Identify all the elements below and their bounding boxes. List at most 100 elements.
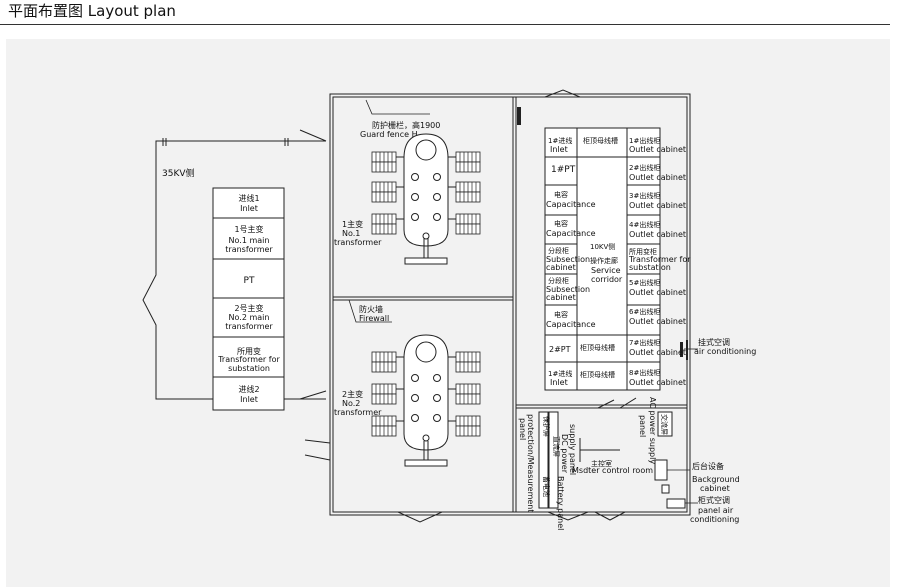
outlet-5-en2: substation — [629, 263, 671, 272]
control-room-labels: protection/Measurement panel 保护屏 直流屏 DC … — [518, 397, 669, 530]
kv35-fence — [142, 140, 326, 400]
kv10-left-7-cn: 电容 — [554, 310, 568, 319]
firewall-en: Firewall — [359, 314, 389, 323]
kv10-switchgear — [544, 127, 661, 391]
kv10-left-3-en: Capacitance — [546, 200, 596, 209]
kv35-switchgear-column — [212, 187, 285, 411]
kv35-area — [142, 129, 331, 461]
kv10-left-6-cn: 分段柜 — [548, 276, 569, 285]
guard-fence-en: Guard fence H — [360, 130, 418, 139]
battery-panel-cn: 蓄电池 — [542, 476, 551, 497]
cabinet-ac-cn: 柜式空调 — [698, 495, 730, 505]
control-room-panels — [538, 411, 686, 509]
kv35-cell-2-en2: transformer — [225, 245, 273, 254]
background-cabinet-cn: 后台设备 — [692, 461, 724, 471]
kv35-side-label: 35KV侧 — [162, 167, 195, 179]
wall-column-marker — [517, 107, 521, 125]
transformer-1-en1: No.1 — [342, 229, 360, 238]
outlet-9-en: Outlet cabinet — [629, 378, 686, 387]
wall-ac-cn: 挂式空调 — [698, 337, 730, 347]
outlet-7-cn: 6#出线柜 — [629, 307, 660, 316]
kv10-left-5-en2: cabinet — [546, 263, 576, 272]
outlet-2-cn: 2#出线柜 — [629, 163, 660, 172]
corridor-en1: Service — [591, 266, 621, 275]
outlet-5-cn: 所用变柜 — [629, 247, 657, 256]
kv10-left-8-en: 2#PT — [549, 345, 571, 354]
transformer-2-en2: transformer — [334, 408, 382, 417]
control-room-en: Msdter control room — [572, 466, 653, 475]
kv10-left-6-en: Subsection — [546, 285, 590, 294]
kv35-cell-2-cn: 1号主变 — [234, 224, 263, 234]
busbar-top-label: 柜顶母线槽 — [583, 136, 618, 145]
corridor-en2: corridor — [591, 275, 623, 284]
kv10-left-5-en: Subsection — [546, 255, 590, 264]
guard-fence-cn: 防护栅栏，高1900 — [372, 120, 440, 130]
outlet-1-cn: 1#出线柜 — [629, 136, 660, 145]
outlet-1-en: Outlet cabinet — [629, 145, 686, 154]
background-cabinet-en1: Background — [692, 475, 740, 484]
drawing-panel: 35KV侧 进线1 Inlet 1号主变 No.1 main transform… — [6, 39, 890, 587]
wall-ac-marker — [680, 342, 683, 357]
cabinet-ac-en2: conditioning — [690, 515, 739, 524]
transformer-2-en1: No.2 — [342, 399, 360, 408]
kv10-left-1-en: Inlet — [550, 145, 568, 154]
corridor-cn1: 10KV侧 — [590, 242, 615, 251]
battery-panel-en: Battery panel — [556, 476, 565, 530]
kv35-cell-5-cn: 所用变 — [237, 346, 261, 356]
background-cabinet-en2: cabinet — [700, 484, 730, 493]
ac-panel-cn: 交流屏 — [660, 414, 669, 435]
kv35-cell-1-en: Inlet — [240, 204, 258, 213]
main-building-walls — [329, 89, 691, 523]
outlet-9-cn: 8#出线柜 — [629, 368, 660, 377]
kv35-cell-2-en: No.1 main — [229, 236, 270, 245]
wall-ac-en: air conditioning — [694, 347, 756, 356]
busbar-bottom-2-label: 柜顶母线槽 — [580, 370, 615, 379]
kv35-cell-3-en: PT — [244, 276, 255, 286]
kv10-right-labels: 1#出线柜 Outlet cabinet 2#出线柜 Outlet cabine… — [628, 136, 691, 387]
transformer-1 — [371, 133, 481, 265]
cabinet-ac-en1: panel air — [698, 506, 734, 515]
kv10-left-9-cn: 1#进线 — [548, 369, 572, 378]
outlet-4-en: Outlet cabinet — [629, 230, 686, 239]
protection-panel-cn: 保护屏 — [542, 416, 551, 437]
outlet-8-cn: 7#出线柜 — [629, 338, 660, 347]
kv10-left-6-en2: cabinet — [546, 293, 576, 302]
corridor-cn2: 操作走廊 — [590, 256, 618, 265]
page-title: 平面布置图 Layout plan — [8, 2, 176, 20]
kv35-cell-1-cn: 进线1 — [238, 193, 259, 203]
kv10-left-labels: 1#进线 Inlet 1#PT 电容 Capacitance 电容 Capaci… — [546, 136, 596, 387]
page-header: 平面布置图 Layout plan — [0, 0, 897, 26]
outlet-2-en: Outlet cabinet — [629, 173, 686, 182]
kv35-cell-4-en2: transformer — [225, 322, 273, 331]
transformer-2 — [371, 334, 481, 467]
kv10-left-7-en: Capacitance — [546, 320, 596, 329]
dc-panel-en2: supply panel — [568, 424, 577, 475]
layout-plan-drawing: 35KV侧 进线1 Inlet 1号主变 No.1 main transform… — [142, 89, 756, 530]
dc-panel-cn: 直流屏 — [552, 436, 561, 457]
guard-fence-leader — [365, 99, 430, 115]
kv10-middle-labels: 柜顶母线槽 柜顶母线槽 柜顶母线槽 10KV侧 操作走廊 Service cor… — [580, 136, 623, 379]
control-room-cn: 主控室 — [591, 459, 612, 468]
kv35-cell-5-en: Transformer for — [217, 355, 280, 364]
kv10-left-1-cn: 1#进线 — [548, 136, 572, 145]
control-room-leaders — [667, 469, 698, 504]
outlet-3-cn: 3#出线柜 — [629, 191, 660, 200]
kv10-left-2-en: 1#PT — [551, 165, 576, 175]
transformer-2-cn: 2主变 — [342, 389, 363, 399]
kv35-cell-6-cn: 进线2 — [238, 384, 259, 394]
ac-panel-en1: AC power supply — [648, 397, 657, 464]
dc-panel-en1: DC power — [560, 434, 569, 474]
transformer-1-cn: 1主变 — [342, 219, 363, 229]
transformer-1-en2: transformer — [334, 238, 382, 247]
kv10-left-4-cn: 电容 — [554, 219, 568, 228]
protection-panel-en1: protection/Measurement — [526, 414, 535, 512]
outlet-5-en: Transformer for — [628, 255, 691, 264]
outlet-8-en: Outlet cabinet — [629, 348, 686, 357]
header-divider — [0, 24, 890, 25]
kv35-cell-6-en: Inlet — [240, 395, 258, 404]
firewall-cn: 防火墙 — [359, 304, 383, 314]
kv35-cell-labels: 进线1 Inlet 1号主变 No.1 main transformer PT … — [217, 193, 280, 404]
outlet-3-en: Outlet cabinet — [629, 201, 686, 210]
kv10-left-5-cn: 分段柜 — [548, 246, 569, 255]
outlet-6-cn: 5#出线柜 — [629, 278, 660, 287]
